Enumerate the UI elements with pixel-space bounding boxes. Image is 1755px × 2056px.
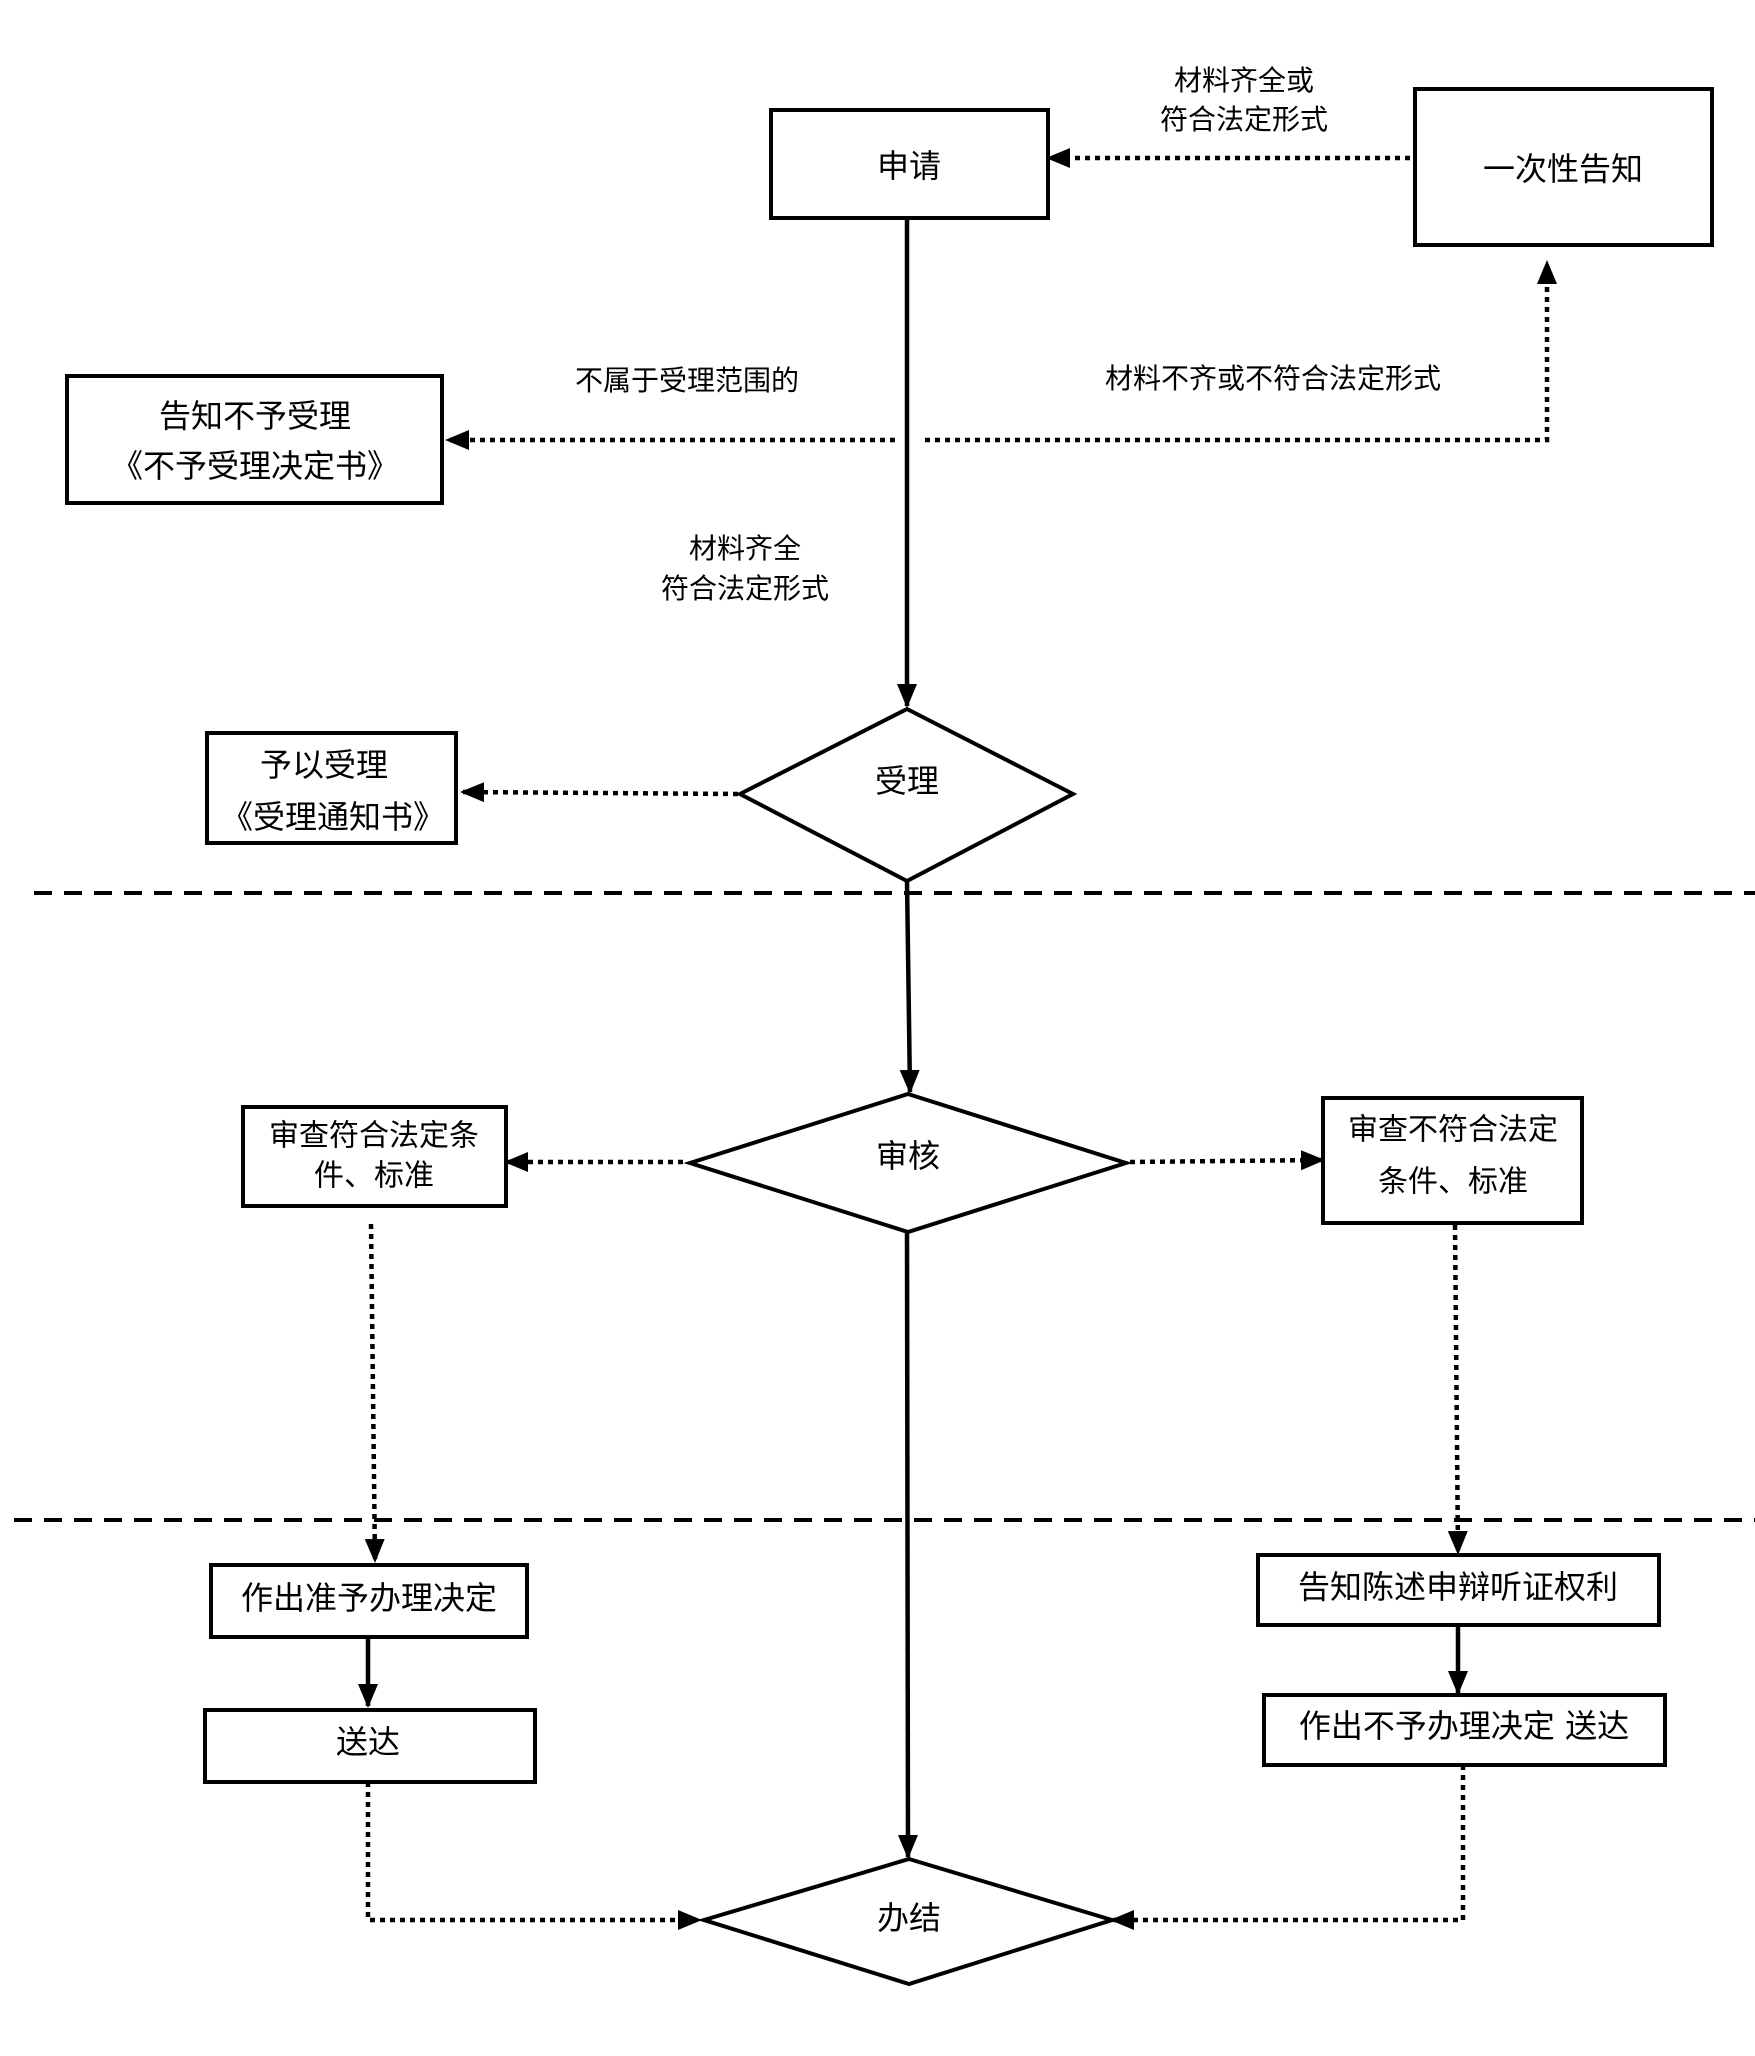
node-notify-once-label: 一次性告知	[1483, 150, 1643, 188]
node-deny-decision: 作出不予办理决定 送达	[1262, 1693, 1667, 1767]
node-review-label: 审核	[876, 1137, 940, 1175]
node-accept-label-1: 予以受理	[260, 746, 388, 784]
edge-label-resubmit-2: 符合法定形式	[1160, 103, 1328, 136]
node-reject-label-1: 告知不予受理	[159, 397, 351, 435]
edge-label-complete-1: 材料齐全	[689, 532, 801, 565]
node-apply: 申请	[769, 108, 1050, 220]
arrow-receive-to-review	[899, 880, 920, 1094]
node-hearing-rights-label: 告知陈述申辩听证权利	[1298, 1568, 1618, 1606]
edge-label-incomplete: 材料不齐或不符合法定形式	[1105, 362, 1441, 395]
node-fail: 审查不符合法定 条件、标准	[1321, 1096, 1584, 1225]
arrow-review-to-fail	[1129, 1150, 1325, 1171]
edge-label-out-of-scope: 不属于受理范围的	[575, 364, 799, 397]
arrow-receive-to-accept	[460, 782, 739, 803]
node-apply-label: 申请	[877, 147, 941, 185]
node-pass-label-2: 件、标准	[314, 1159, 434, 1194]
arrow-deliver-to-complete	[365, 1782, 702, 1930]
node-deny-decision-label: 作出不予办理决定 送达	[1299, 1707, 1629, 1745]
node-accept: 予以受理 《受理通知书》	[205, 731, 458, 845]
node-receive: 受理	[735, 706, 1078, 884]
node-hearing-rights: 告知陈述申辩听证权利	[1256, 1553, 1661, 1627]
arrow-to-notify-once	[925, 260, 1557, 443]
node-accept-label-2: 《受理通知书》	[221, 798, 445, 836]
node-deliver: 送达	[203, 1708, 537, 1784]
node-pass-label-1: 审查符合法定条	[269, 1119, 479, 1154]
node-approve-decision: 作出准予办理决定	[209, 1563, 529, 1639]
node-fail-label-2: 条件、标准	[1378, 1165, 1528, 1200]
arrow-deny-to-complete	[1110, 1765, 1466, 1930]
edge-label-resubmit-1: 材料齐全或	[1174, 64, 1314, 97]
node-complete: 办结	[697, 1856, 1119, 1987]
arrow-fail-to-hearing	[1447, 1224, 1468, 1555]
node-reject: 告知不予受理 《不予受理决定书》	[65, 374, 444, 505]
arrow-pass-to-approve	[364, 1223, 385, 1563]
node-receive-label: 受理	[875, 762, 939, 800]
node-complete-label: 办结	[877, 1899, 941, 1937]
node-pass: 审查符合法定条 件、标准	[241, 1105, 508, 1208]
node-notify-once: 一次性告知	[1413, 87, 1714, 247]
node-fail-label-1: 审查不符合法定	[1348, 1113, 1558, 1148]
edge-label-complete-2: 符合法定形式	[661, 572, 829, 605]
node-approve-decision-label: 作出准予办理决定	[241, 1579, 497, 1617]
arrow-review-to-complete	[897, 1231, 918, 1859]
node-reject-label-2: 《不予受理决定书》	[111, 447, 399, 485]
node-deliver-label: 送达	[336, 1723, 400, 1761]
node-review: 审核	[683, 1091, 1133, 1235]
